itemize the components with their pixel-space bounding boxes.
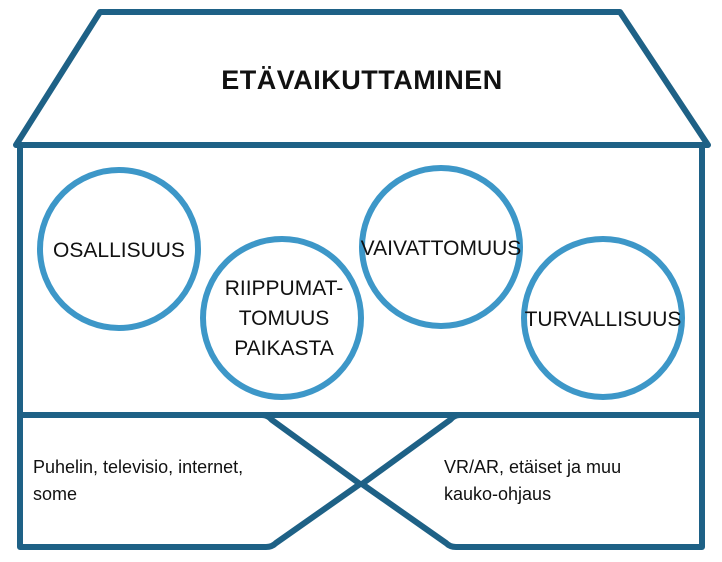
label-vaivattomuus: VAIVATTOMUUS [361, 237, 522, 260]
foundation-left-block [17, 412, 363, 550]
circle-vaivattomuus [359, 165, 523, 329]
circle-turvallisuus [521, 236, 685, 400]
foundation-right-block [359, 412, 705, 550]
label-riippumattomuus-line2: TOMUUS [239, 307, 330, 330]
circle-osallisuus [37, 167, 201, 331]
circle-riippumattomuus [200, 236, 364, 400]
label-riippumattomuus-line3: PAIKASTA [234, 337, 334, 360]
label-turvallisuus: TURVALLISUUS [525, 308, 682, 331]
roof-title: ETÄVAIKUTTAMINEN [221, 65, 502, 95]
foundation-right-line2: kauko-ohjaus [444, 484, 551, 504]
value-circles [37, 165, 685, 400]
foundation-left-line1: Puhelin, televisio, internet, [33, 457, 243, 477]
foundation-left-line2: some [33, 484, 77, 504]
foundation [17, 412, 705, 550]
foundation-right-line1: VR/AR, etäiset ja muu [444, 457, 621, 477]
roof-shape [13, 9, 711, 148]
label-osallisuus: OSALLISUUS [53, 239, 185, 262]
label-riippumattomuus-line1: RIIPPUMAT- [225, 277, 344, 300]
